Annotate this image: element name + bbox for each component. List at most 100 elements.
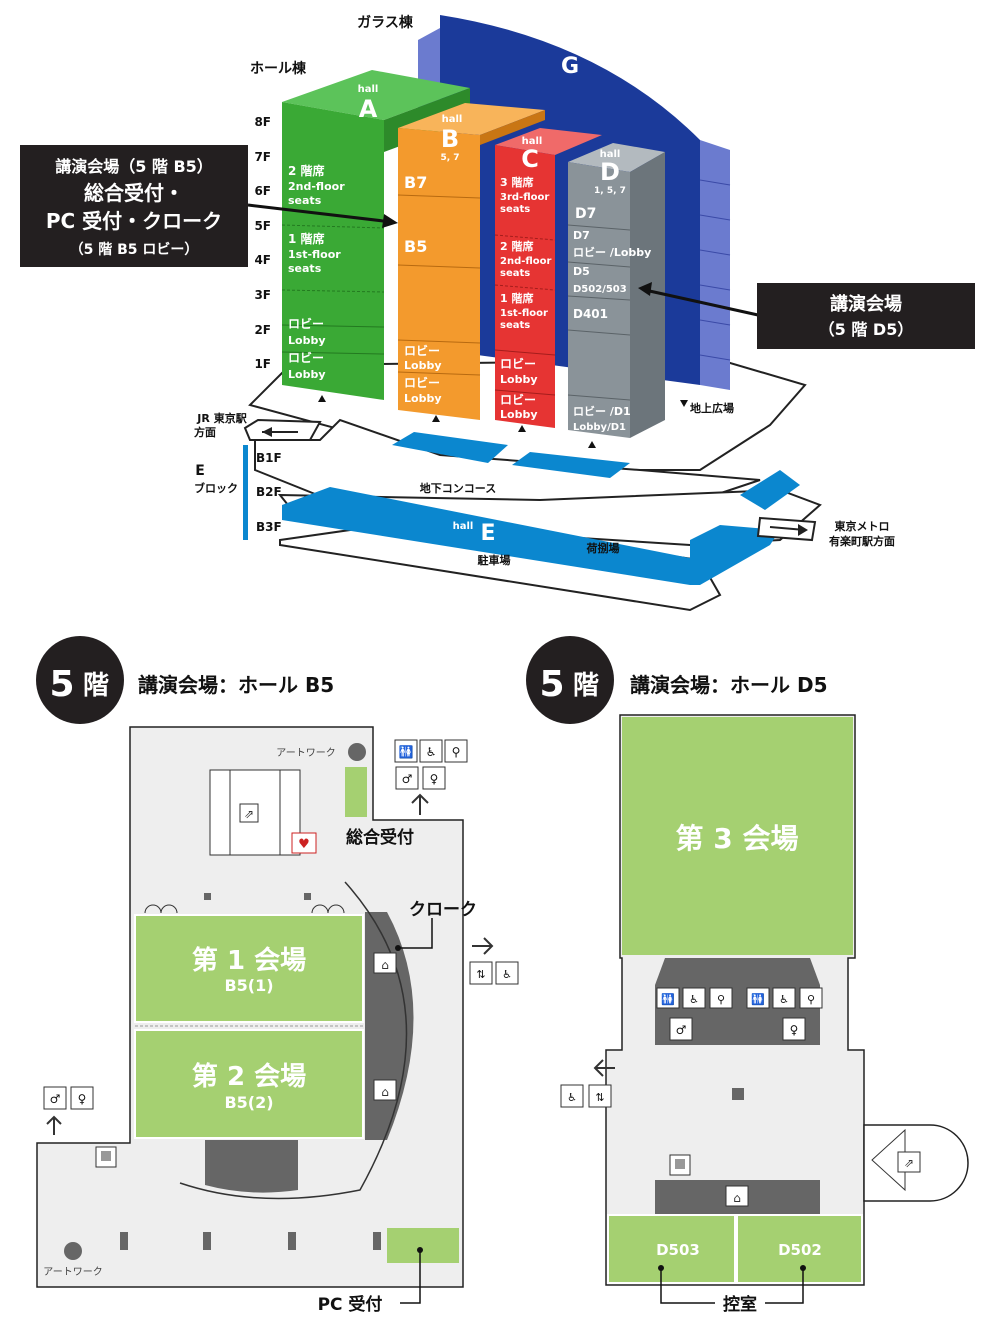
d502-label: D502 [778,1241,822,1259]
callout-b5-arrowhead [382,214,398,228]
female-glyph: ♀ [790,1023,799,1037]
c-floor-line [494,349,556,356]
escalator-icon [897,1151,921,1173]
artwork-marker-2 [64,1242,82,1260]
hall-c-word: hall [522,136,543,147]
building-b-top [398,103,545,135]
underground-concourse-label: 地下コンコース [420,481,496,495]
building-g-side [700,140,730,390]
d-floor-line [567,394,631,401]
c-floor-line [494,389,556,396]
g-side-line [699,249,731,256]
g-side-line [699,284,731,291]
entrance-marker [518,425,526,432]
hall-b-floors: 5, 7 [440,153,459,163]
pillar [304,893,311,900]
jr-label-1: JR 東京駅 [196,411,246,425]
hanger-glyph: ⌂ [381,1085,389,1099]
a-floor-line [281,351,385,355]
baby-care-icon [444,739,468,763]
wheelchair-glyph: ♿ [779,993,789,1006]
cloak-hanger-icon [725,1185,749,1207]
aed-heart: ♥ [298,837,310,852]
d1-lobby-label2: Lobby/D1 [573,422,626,433]
escalator-glyph: ⇗ [904,1156,914,1170]
c-2f-seats-en: 2nd-floor [500,256,552,267]
artwork-label-2: アートワーク [43,1266,102,1278]
door-marks [144,904,178,914]
c-lobby-2-jp: ロビー [500,356,536,371]
vending-glyph [675,1159,685,1169]
baby-glyph: ⚲ [807,993,815,1006]
aed-icon [291,832,317,854]
b-lobby-1-en: Lobby [404,392,442,405]
d1-lobby-label: ロビー /D1 [573,404,631,418]
b5-floor-plan: 5 階 講演会場：ホール B5 ⇗ ♥ [36,636,519,1315]
callout-d5-arrow [644,288,759,317]
pillar [204,893,211,900]
callout-b5-line3: PC 受付・クローク [46,209,222,233]
floor-label: 7F [254,150,271,164]
wheelchair-glyph: ♿ [689,993,699,1006]
d5-floor-plan: 5 階 講演会場：ホール D5 ⇗ 🚻 ♿ ⚲ 🚻 [526,636,969,1315]
female-restroom-icon [422,766,446,790]
c-3f-seats-en2: seats [500,204,530,215]
building-a-top [282,70,470,120]
g-side-line [699,354,731,361]
male-restroom-icon [43,1086,67,1110]
hanger-glyph: ⌂ [381,958,389,972]
left-arrow-icon [593,1059,615,1077]
c-floor-line [494,234,556,241]
c-2f-seats-en2: seats [500,268,530,279]
a-2f-seats-en2: seats [288,194,322,207]
g-side-line [699,179,731,186]
d5-plan-title: 講演会場：ホール D5 [630,673,827,697]
a-floor-line [281,289,385,293]
lower-lobby-dark [205,1140,298,1193]
escalator-glyph: ⇗ [244,807,254,821]
hall-a-word: hall [358,84,379,95]
c-floor-line [494,284,556,291]
c-3f-seats-jp: 3 階席 [500,175,533,189]
b-floor-line [397,371,481,376]
hall-e-label: E [480,521,495,546]
floor-badge-kanji: 階 [83,671,109,701]
pillar [120,1232,128,1250]
hall-1-room [134,914,364,1023]
hall-2-sub: B5(2) [224,1093,273,1112]
pillar [203,1232,211,1250]
accessible-elevator-icon [495,961,519,985]
callout-d5-line2: （5 階 D5） [819,320,914,339]
callout-d5-box [757,283,975,349]
female-restroom-icon [70,1086,94,1110]
hall-d-word: hall [600,149,621,160]
pillar [288,1232,296,1250]
pc-reception-desk [387,1228,459,1263]
hall-1-label: 第 1 会場 [192,945,306,976]
hall-c-label: C [521,145,539,173]
d7-lobby-label: D7 [573,229,590,242]
building-d-side [630,152,665,438]
male-glyph: ♂ [50,1092,61,1106]
hall-e-band [282,487,700,585]
g-side-line [699,319,731,326]
up-arrow-icon [46,1115,62,1135]
overview-map: ガラス棟 ホール棟 G hall A hall B 5, 7 hall C ha… [20,14,975,612]
hall-2-label: 第 2 会場 [192,1061,306,1092]
cloak-label: クローク [409,900,477,920]
b-lobby-2-jp: ロビー [404,343,440,358]
a-floor-line [281,224,385,229]
pc-reception-leader [400,1250,421,1304]
callout-b5-line4: （5 階 B5 ロビー） [70,241,199,258]
floor-label: 8F [254,115,271,129]
callout-b5-line2: 総合受付・ [84,181,184,205]
baby-glyph: ⚲ [452,745,461,759]
entrance-marker [588,441,596,448]
c-lobby-2-en: Lobby [500,373,538,386]
male-restroom-icon [395,766,419,790]
a-1f-lobby-jp: ロビー [288,350,324,365]
floor-label: 5F [254,219,271,233]
pillar [373,1232,381,1250]
e-block-label-2: ブロック [194,481,238,495]
general-reception-desk [345,767,367,817]
